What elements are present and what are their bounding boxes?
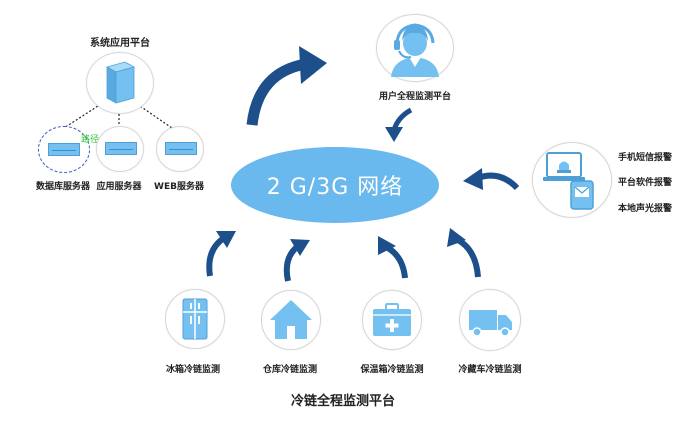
- warehouse-monitor-node[interactable]: [261, 290, 321, 350]
- refrigerated-truck-icon: [469, 310, 512, 337]
- coolerbox-monitor-node[interactable]: [362, 290, 422, 350]
- arrow-fridge-to-network: [206, 231, 236, 277]
- warehouse-icon: [270, 300, 312, 339]
- database-server-node[interactable]: [38, 126, 90, 173]
- customer-service-agent-icon: [391, 23, 439, 77]
- arrow-network-to-alarms: [463, 168, 520, 191]
- fridge-monitor-label: 冰箱冷链监测: [165, 365, 221, 375]
- server-cube-icon: [105, 61, 136, 104]
- web-server-icon: [165, 142, 197, 155]
- system-platform-node[interactable]: [86, 52, 154, 114]
- system-platform-title: 系统应用平台: [90, 38, 150, 49]
- coolerbox-monitor-label: 保温箱冷链监测: [360, 365, 424, 375]
- user-platform-label: 用户全程监测平台: [378, 92, 452, 102]
- database-server-icon: [48, 143, 80, 156]
- web-server-node[interactable]: [156, 126, 204, 172]
- network-node[interactable]: 2 G/3G 网络: [231, 147, 439, 223]
- alarm-item-software: 平台软件报警: [618, 178, 673, 188]
- user-platform-node[interactable]: [376, 14, 454, 82]
- truck-monitor-label: 冷藏车冷链监测: [458, 365, 522, 375]
- arrow-system-to-user: [246, 46, 327, 126]
- database-server-label: 数据库服务器: [35, 182, 91, 192]
- arrow-truck-to-network: [447, 228, 481, 278]
- alarm-item-local: 本地声光报警: [618, 204, 673, 214]
- network-label: 2 G/3G 网络: [266, 175, 404, 200]
- web-server-label: WEB服务器: [154, 182, 204, 192]
- warehouse-monitor-label: 仓库冷链监测: [262, 365, 318, 375]
- application-server-icon: [105, 142, 137, 155]
- medical-cooler-box-icon: [373, 303, 411, 336]
- fridge-monitor-node[interactable]: [165, 289, 225, 349]
- arrow-warehouse-to-network: [283, 239, 310, 282]
- footer-title: 冷链全程监测平台: [290, 394, 396, 409]
- application-server-node[interactable]: [96, 126, 144, 172]
- path-tag: 路径: [81, 135, 100, 145]
- arrow-coolerbox-to-network: [378, 236, 408, 279]
- arrow-user-to-network: [385, 107, 413, 142]
- alarm-devices-icon: [543, 152, 594, 210]
- application-server-label: 应用服务器: [96, 182, 142, 192]
- alarm-node[interactable]: [532, 142, 612, 218]
- refrigerator-icon: [182, 298, 208, 340]
- alarm-item-sms: 手机短信报警: [618, 153, 673, 163]
- server-tree-lines: [63, 103, 173, 129]
- truck-monitor-node[interactable]: [459, 289, 521, 351]
